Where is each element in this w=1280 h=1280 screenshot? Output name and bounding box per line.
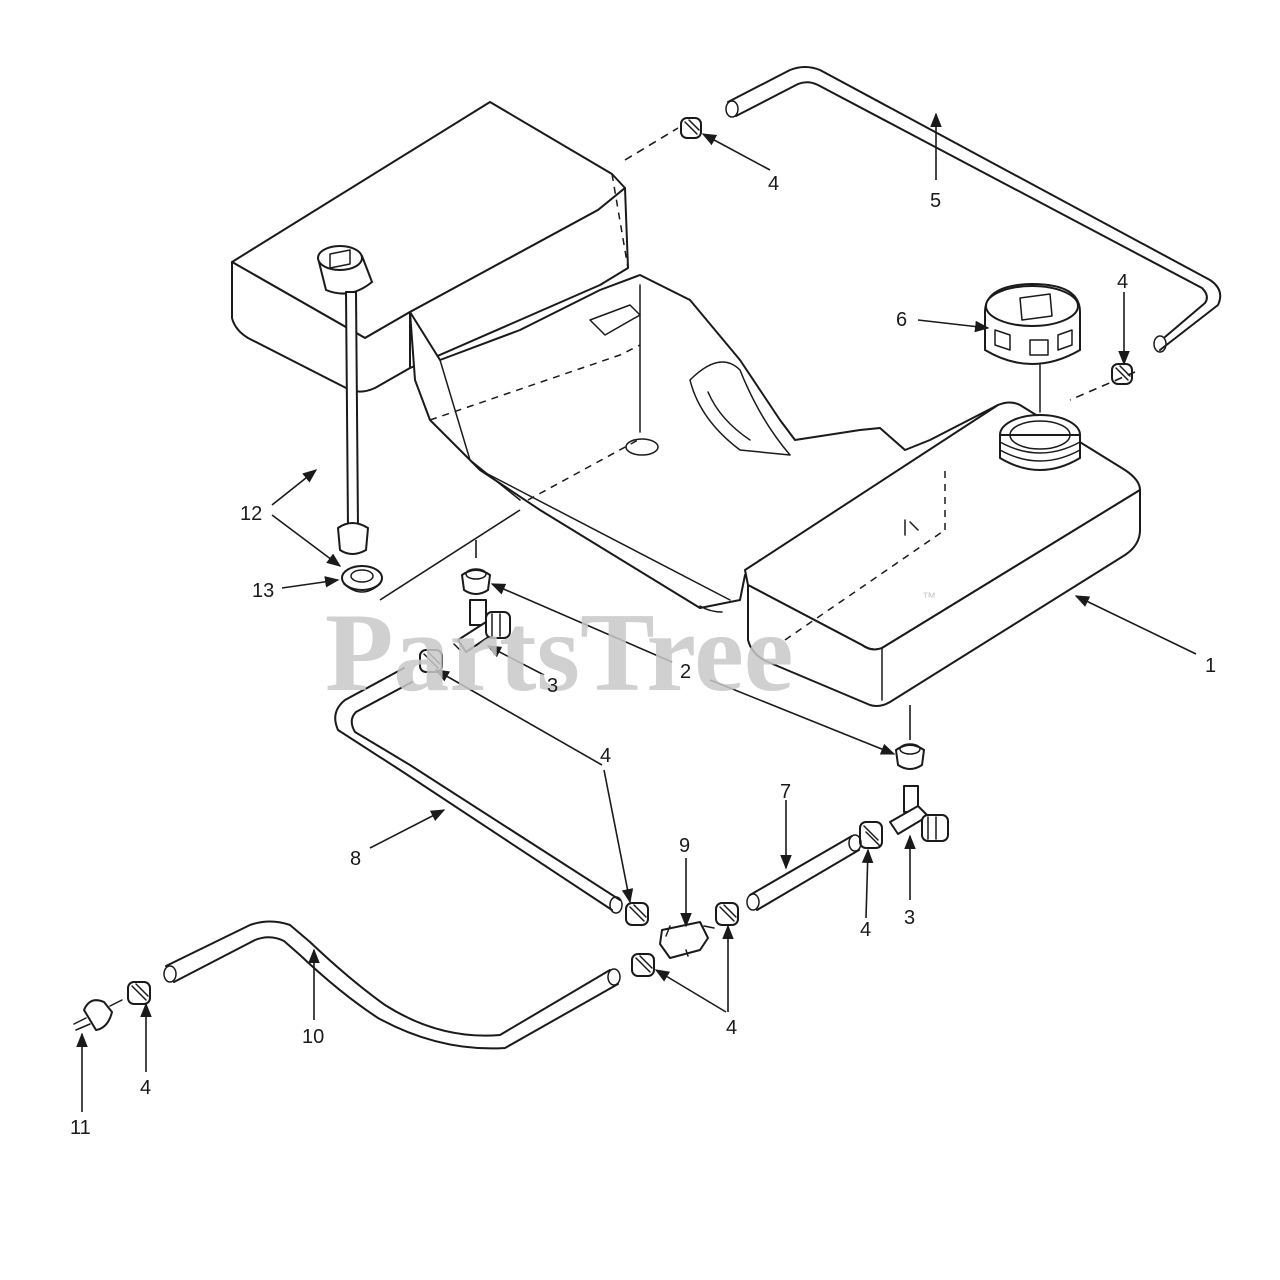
- callout-6: 6: [896, 309, 907, 331]
- tee-fitting[interactable]: [659, 921, 715, 959]
- callouts: 1 2 3 3 4 4 4 4 4 4 5 6 7 8 9 10 11 12 1…: [70, 173, 1216, 1139]
- callout-11: 11: [70, 1117, 91, 1139]
- bushing-left[interactable]: [461, 568, 491, 595]
- hose-clamp-mid-2[interactable]: [715, 902, 739, 926]
- fuel-hose-long[interactable]: [163, 920, 621, 1050]
- callout-4-right: 4: [1117, 271, 1128, 293]
- callout-4-right-tee: 4: [860, 919, 871, 941]
- shutoff-valve-left[interactable]: [453, 599, 511, 653]
- callout-3-left: 3: [547, 675, 558, 697]
- fuel-hose-short[interactable]: [746, 834, 862, 911]
- callout-4-top: 4: [768, 173, 779, 195]
- callout-7: 7: [780, 781, 791, 803]
- callout-5: 5: [930, 190, 941, 212]
- callout-13: 13: [252, 580, 274, 602]
- grommet[interactable]: [341, 565, 383, 593]
- fuel-cap[interactable]: [984, 283, 1081, 413]
- fuel-filter[interactable]: [73, 999, 123, 1031]
- bushing-right[interactable]: [895, 743, 925, 770]
- hose-clamp-top[interactable]: [680, 117, 702, 139]
- callout-1: 1: [1205, 655, 1216, 677]
- callout-3-right: 3: [904, 907, 915, 929]
- hose-clamp-mid-3[interactable]: [631, 953, 655, 977]
- hose-clamp-left-tee[interactable]: [419, 649, 443, 673]
- callout-10: 10: [302, 1026, 324, 1048]
- watermark: PartsTree ™: [325, 589, 936, 715]
- watermark-trademark: ™: [922, 589, 936, 605]
- callout-4-filter: 4: [140, 1077, 151, 1099]
- fuel-hose-left[interactable]: [334, 667, 623, 914]
- callout-8: 8: [350, 848, 361, 870]
- hose-clamp-filter[interactable]: [127, 981, 151, 1005]
- leader-lines: [76, 112, 1197, 1112]
- vent-hose[interactable]: [725, 66, 1222, 353]
- callout-2: 2: [680, 661, 691, 683]
- callout-4-mid: 4: [726, 1017, 737, 1039]
- watermark-brand: PartsTree: [325, 591, 794, 715]
- callout-9: 9: [679, 835, 690, 857]
- callout-12: 12: [240, 503, 262, 525]
- shutoff-valve-right[interactable]: [889, 785, 949, 842]
- fuel-gauge[interactable]: [317, 245, 373, 555]
- hose-clamp-right-tee[interactable]: [859, 821, 883, 849]
- hose-clamp-mid-1[interactable]: [625, 902, 649, 926]
- callout-4-left-tee: 4: [600, 745, 611, 767]
